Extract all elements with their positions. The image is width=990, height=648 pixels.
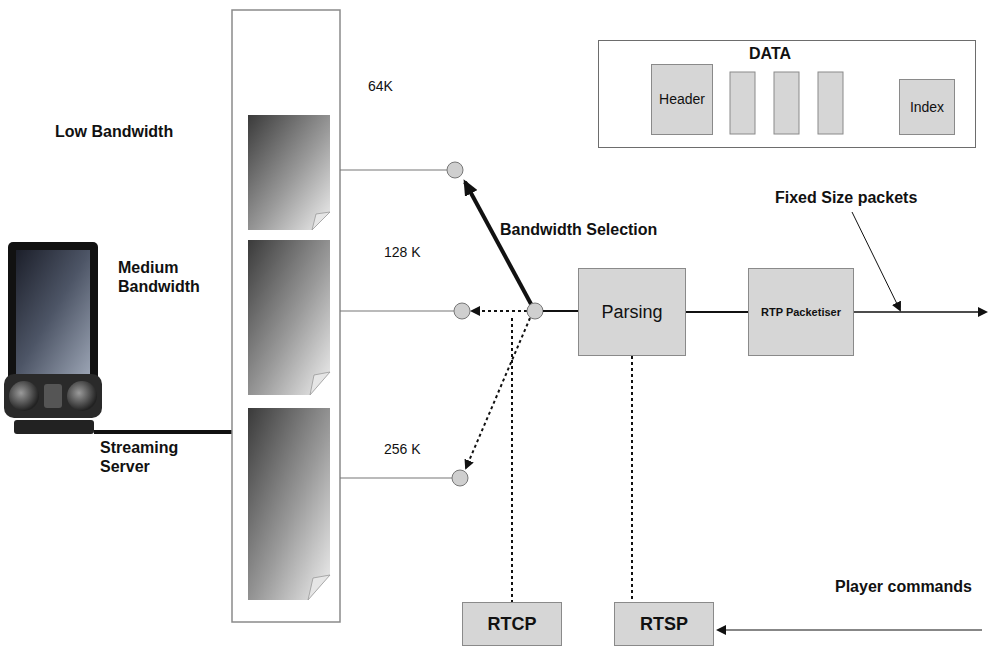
text-label: 64K bbox=[368, 78, 393, 94]
header-block: Header bbox=[651, 64, 713, 135]
leader-arrow bbox=[852, 212, 900, 310]
output-arrow bbox=[854, 311, 986, 313]
node-text: RTCP bbox=[488, 614, 537, 635]
node-text: RTSP bbox=[640, 614, 688, 635]
protocol-box: RTCP bbox=[462, 602, 562, 646]
text-label: Bandwidth Selection bbox=[500, 220, 657, 239]
packet-block bbox=[730, 72, 755, 134]
data-frame: DATA HeaderIndex bbox=[598, 40, 976, 148]
index-block: Index bbox=[899, 79, 955, 135]
node-text: Index bbox=[910, 99, 944, 115]
node-text: Header bbox=[659, 91, 705, 107]
server-link bbox=[94, 430, 232, 434]
switch-contact bbox=[454, 303, 470, 319]
text-label: Player commands bbox=[835, 577, 972, 596]
node-text: Parsing bbox=[601, 302, 662, 323]
text-label: Low Bandwidth bbox=[55, 122, 173, 141]
node-text: DATA bbox=[749, 45, 791, 63]
stream-line bbox=[340, 169, 447, 170]
text-label: Medium Bandwidth bbox=[118, 258, 226, 296]
switch-contact bbox=[452, 470, 468, 486]
stream-line bbox=[340, 310, 454, 311]
packet-block bbox=[774, 72, 799, 134]
process-box: RTP Packetiser bbox=[748, 268, 854, 356]
switch-hub bbox=[527, 303, 543, 319]
option-arrow bbox=[466, 318, 530, 468]
text-label: Streaming Server bbox=[100, 438, 210, 476]
hub-link bbox=[543, 310, 578, 312]
text-label: 256 K bbox=[384, 441, 421, 457]
packet-block bbox=[818, 72, 843, 134]
text-label: Fixed Size packets bbox=[775, 188, 917, 207]
command-arrow bbox=[718, 629, 982, 630]
process-box: Parsing bbox=[578, 268, 686, 356]
node-text: RTP Packetiser bbox=[761, 306, 841, 319]
document-icon bbox=[248, 115, 330, 230]
protocol-box: RTSP bbox=[614, 602, 714, 646]
document-icon bbox=[248, 240, 330, 395]
option-arrow bbox=[472, 310, 527, 312]
connector bbox=[631, 356, 633, 602]
document-icon bbox=[248, 408, 330, 600]
switch-contact bbox=[447, 162, 463, 178]
selected-arrow bbox=[465, 182, 531, 304]
stream-line bbox=[340, 477, 452, 478]
feedback-line bbox=[511, 318, 513, 602]
text-label: 128 K bbox=[384, 244, 421, 260]
connector bbox=[686, 311, 748, 313]
monitor-icon bbox=[4, 242, 102, 434]
server-panel bbox=[232, 10, 340, 622]
